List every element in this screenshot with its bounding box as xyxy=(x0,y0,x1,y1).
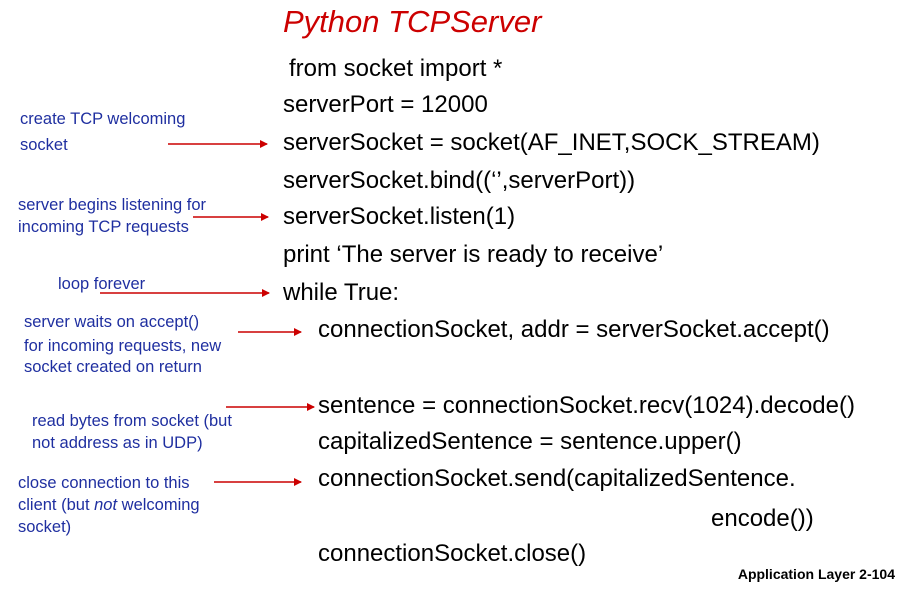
code-line: print ‘The server is ready to receive’ xyxy=(283,241,664,268)
code-line: connectionSocket.close() xyxy=(318,540,587,567)
annotation-text: client (but not welcoming xyxy=(18,494,200,516)
code-line: connectionSocket.send(capitalizedSentenc… xyxy=(318,465,796,492)
annotation-read: read bytes from socket (but not address … xyxy=(32,410,232,454)
code-line: serverSocket.bind((‘’,serverPort)) xyxy=(283,167,636,194)
code-line: serverSocket = socket(AF_INET,SOCK_STREA… xyxy=(283,129,820,156)
slide-footer: Application Layer 2-104 xyxy=(737,566,895,582)
annotation-text: read bytes from socket (but xyxy=(32,412,232,430)
annotation-close: close connection to this client (but not… xyxy=(18,472,200,538)
code-line: sentence = connectionSocket.recv(1024).d… xyxy=(318,392,855,419)
annotation-text: create TCP welcoming xyxy=(20,110,186,128)
annotation-text: socket xyxy=(20,136,68,154)
annotation-text: not address as in UDP) xyxy=(32,434,203,452)
code-line: from socket import * xyxy=(289,55,503,82)
annotation-text: for incoming requests, new xyxy=(24,337,222,355)
slide-title: Python TCPServer xyxy=(283,4,542,39)
annotation-emphasis: not xyxy=(94,496,118,514)
code-line: capitalizedSentence = sentence.upper() xyxy=(318,428,742,455)
code-line: connectionSocket, addr = serverSocket.ac… xyxy=(318,316,830,343)
annotation-text-part: client (but xyxy=(18,496,95,514)
code-line: serverSocket.listen(1) xyxy=(283,203,516,230)
annotation-text: socket) xyxy=(18,518,72,536)
code-line: while True: xyxy=(283,279,400,306)
annotation-text: loop forever xyxy=(58,275,146,293)
annotation-accept: server waits on accept() for incoming re… xyxy=(24,312,221,378)
annotation-listen: server begins listening for incoming TCP… xyxy=(18,194,206,238)
annotation-loop: loop forever xyxy=(58,273,145,295)
annotation-text: server begins listening for xyxy=(18,196,207,214)
annotation-text: server waits on accept() xyxy=(24,313,200,331)
annotation-text: close connection to this xyxy=(18,474,190,492)
code-line: serverPort = 12000 xyxy=(283,91,488,118)
code-line: encode()) xyxy=(711,505,814,532)
annotation-welcoming-socket: create TCP welcoming socket xyxy=(20,106,185,158)
annotation-text-part: welcoming xyxy=(117,496,200,514)
annotation-text: incoming TCP requests xyxy=(18,218,189,236)
annotation-text: socket created on return xyxy=(24,358,202,376)
